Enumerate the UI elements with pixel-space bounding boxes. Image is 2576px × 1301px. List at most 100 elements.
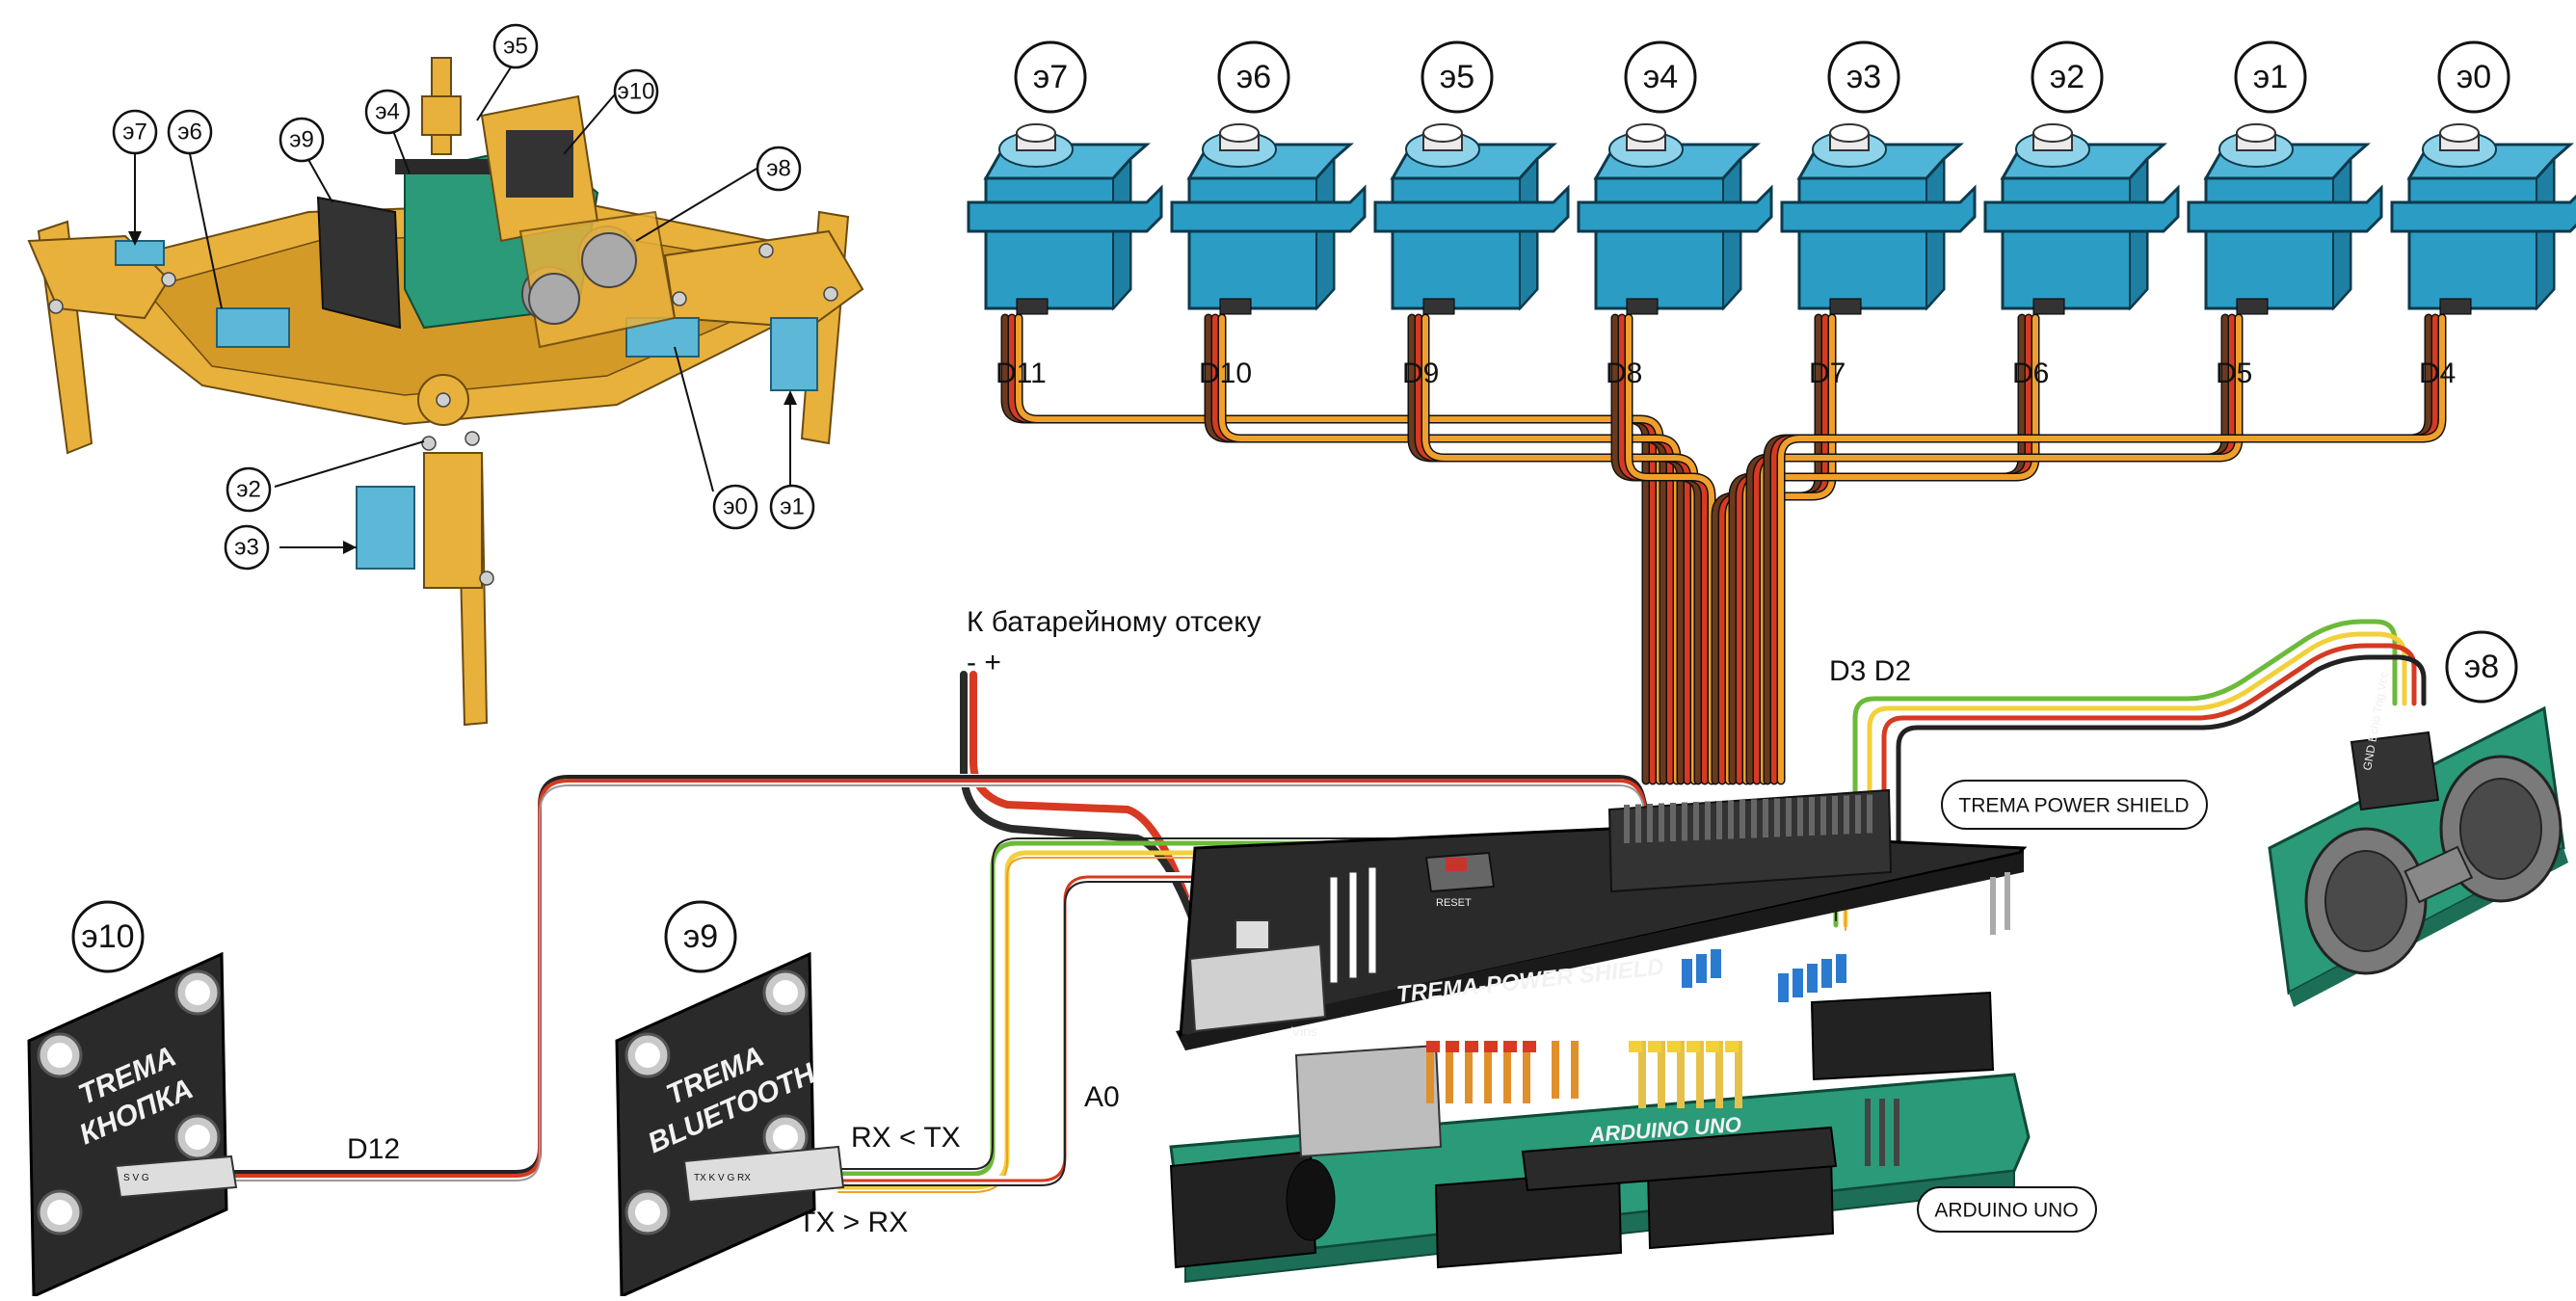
servo-id: э7 — [1033, 59, 1068, 95]
shield-pin — [1693, 802, 1699, 840]
battery-label: К батарейному отсеку — [967, 606, 1261, 638]
button-pin-labels: S V G — [123, 1173, 149, 1183]
servo-wire-bundle — [1000, 313, 2447, 785]
servo-wire — [1422, 315, 1697, 783]
servo-1 — [1170, 123, 1367, 315]
arduino-tag: ARDUINO UNO — [1917, 1186, 2097, 1233]
shield-pin — [1809, 797, 1815, 836]
servo-wire-outline — [1210, 313, 1675, 785]
shield-pin — [1635, 804, 1641, 843]
shield-pin — [1647, 804, 1653, 842]
robot-label: э6 — [177, 119, 202, 146]
bluetooth-id: э9 — [683, 918, 718, 955]
servo-id: э5 — [1440, 59, 1474, 95]
servo-id: э6 — [1236, 59, 1271, 95]
robot-label: э2 — [236, 477, 261, 503]
servo-id-badge: э7 — [1014, 40, 1087, 114]
shield-pin — [1867, 794, 1872, 834]
shield-pin — [1705, 801, 1711, 840]
vins-label: Vins — [1291, 1023, 1317, 1039]
robot-label: э4 — [375, 99, 400, 125]
servo-pin-label: D5 — [2216, 358, 2252, 389]
servo-wire — [1765, 315, 2431, 783]
battery-polarity: - + — [967, 647, 1001, 678]
robot-label-badge: э9 — [279, 117, 325, 163]
robot-label-badge: э10 — [613, 68, 659, 115]
bluetooth-module: TREMA BLUETOOTH TX K V G RX — [615, 951, 845, 1299]
servo-id: э2 — [2050, 59, 2085, 95]
battery-wire — [960, 671, 1200, 987]
servo-wire — [1626, 315, 1714, 783]
servo-id-badge: э1 — [2234, 40, 2307, 114]
sensor-id: э8 — [2464, 649, 2499, 685]
robot-label: э10 — [618, 79, 655, 105]
servo-3 — [1577, 123, 1773, 315]
servo-pin-label: D6 — [2012, 358, 2049, 389]
servo-wire — [1778, 315, 2445, 783]
shield-pin — [1670, 803, 1676, 841]
shield-pin — [1659, 803, 1664, 842]
servo-wire — [1002, 315, 1649, 783]
robot-label-badge: э4 — [364, 89, 411, 135]
servo-id: э0 — [2456, 59, 2491, 95]
robot-label-badge: э7 — [112, 109, 158, 155]
servo-5 — [1983, 123, 2180, 315]
shield-pin — [1624, 805, 1630, 843]
bt-a0-label: A0 — [1084, 1081, 1120, 1113]
servo-pin-label: D8 — [1606, 358, 1642, 389]
servo-wire — [1009, 315, 1656, 783]
robot-label-badge: э5 — [492, 23, 539, 69]
shield-tag-label: TREMA POWER SHIELD — [1958, 795, 2189, 817]
reset-label: RESET — [1436, 897, 1472, 909]
shield-pin — [1844, 795, 1849, 835]
servo-id-badge: э5 — [1421, 40, 1494, 114]
shield-pin — [1728, 800, 1734, 839]
arduino-uno-board: ARDUINO UNO — [1169, 991, 2031, 1284]
servo-id: э3 — [1846, 59, 1881, 95]
shield-pin — [1786, 798, 1792, 836]
sensor-id-badge: э8 — [2445, 630, 2518, 704]
robot-label-badge: э8 — [756, 146, 802, 192]
shield-pin — [1763, 799, 1768, 837]
servo-7 — [2390, 123, 2576, 315]
shield-pin — [1716, 801, 1722, 839]
servo-wire-outline — [1014, 313, 1664, 785]
robot-label-group: э5 э10 э7 э6 э9 э4 э8 э2 э3 э0 э1 — [112, 23, 815, 571]
robot-label-badge: э0 — [712, 484, 758, 530]
servo-wire-outline — [1763, 313, 2433, 785]
button-wire — [215, 774, 1655, 1182]
shield-pin — [1774, 798, 1780, 837]
sensor-pins-label: D3 D2 — [1829, 655, 1911, 687]
servo-id: э1 — [2253, 59, 2288, 95]
button-id: э10 — [81, 918, 134, 955]
shield-pin — [1751, 799, 1757, 838]
shield-pin — [1855, 795, 1861, 834]
robot-label-badge: э6 — [167, 109, 213, 155]
button-pin-label: D12 — [347, 1133, 400, 1165]
servo-id: э4 — [1643, 59, 1678, 95]
robot-label: э1 — [780, 494, 805, 520]
servo-0 — [967, 123, 1163, 315]
power-shield-board: RESET Vins TREMA-POWER SHIELD — [1176, 788, 2028, 1052]
bluetooth-id-badge: э9 — [664, 900, 737, 973]
servo-wire — [1219, 315, 1680, 783]
robot-label: э5 — [503, 34, 528, 60]
servo-id-badge: э6 — [1217, 40, 1290, 114]
servo-wire-outline — [1007, 313, 1658, 785]
servo-pin-label: D7 — [1809, 358, 1846, 389]
robot-label-badge: э2 — [226, 466, 272, 513]
servo-pin-label: D10 — [1199, 358, 1252, 389]
servo-wire — [1212, 315, 1673, 783]
robot-label-badge: э3 — [224, 524, 270, 571]
robot-label: э8 — [766, 156, 791, 182]
shield-pin — [1682, 802, 1687, 841]
servo-2 — [1373, 123, 1570, 315]
ultrasonic-sensor: GND Echo Trig Vcc — [2268, 671, 2568, 1007]
sensor-wires — [1852, 619, 2427, 870]
button-module: TREMA КНОПКА S V G — [27, 951, 238, 1299]
servo-id-badge: э0 — [2437, 40, 2510, 114]
servo-wire-outline — [1741, 313, 2040, 785]
arduino-tag-label: ARDUINO UNO — [1934, 1200, 2078, 1222]
shield-tag: TREMA POWER SHIELD — [1941, 780, 2208, 830]
